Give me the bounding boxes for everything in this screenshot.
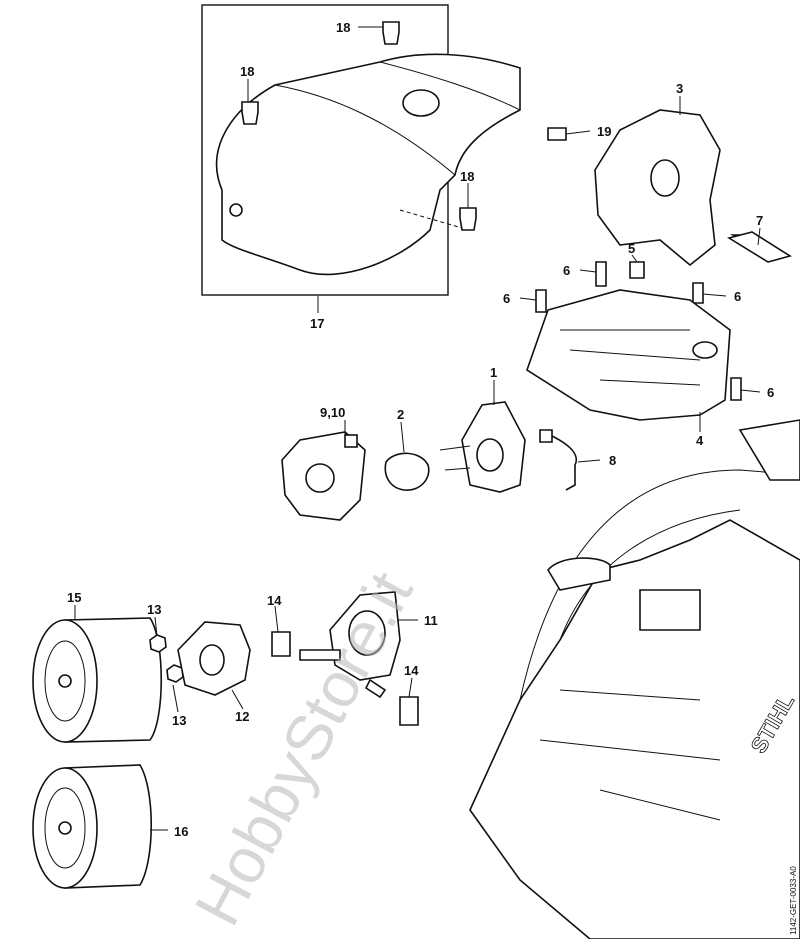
callout-7: 7 [756, 213, 763, 228]
manifold-1 [439, 401, 526, 493]
callout-3: 3 [676, 81, 683, 96]
callout-19: 19 [597, 124, 611, 139]
callout-16: 16 [174, 824, 188, 839]
grommet-19 [547, 127, 567, 141]
plug-5 [629, 261, 645, 279]
nuts-13 [149, 634, 184, 683]
callout-18: 18 [460, 169, 474, 184]
callout-18: 18 [336, 20, 350, 35]
callout-13: 13 [172, 713, 186, 728]
leader-lines [74, 26, 761, 831]
drawing-code: 1142-GET-0033-A0 [789, 866, 798, 935]
parts-14 [271, 631, 419, 726]
part-11 [299, 591, 401, 699]
part-4-housing [526, 289, 731, 421]
gasket-7 [726, 231, 792, 263]
callout-8: 8 [609, 453, 616, 468]
watermark: HobbyStore.it [181, 560, 427, 936]
callout-11: 11 [424, 613, 438, 628]
screw-18 [241, 21, 477, 231]
callout-2: 2 [397, 407, 404, 422]
part-3-cover [594, 109, 721, 267]
air-filter-16 [32, 764, 153, 889]
callout-17: 17 [310, 316, 324, 331]
carrier-12 [177, 621, 251, 696]
chainsaw-body: STIHL [469, 419, 800, 939]
callout-5: 5 [628, 241, 635, 256]
callout-14: 14 [267, 593, 282, 608]
air-filter-15 [32, 617, 163, 743]
callout-6: 6 [734, 289, 741, 304]
callout-6: 6 [767, 385, 774, 400]
callout-13: 13 [147, 602, 161, 617]
callout-12: 12 [235, 709, 249, 724]
shroud-part-17 [215, 53, 521, 276]
callout-6: 6 [563, 263, 570, 278]
callout-4: 4 [696, 433, 704, 448]
cable-8 [539, 429, 577, 491]
callout-18: 18 [240, 64, 254, 79]
gasket-2 [384, 452, 430, 491]
carburetor-9-10 [281, 431, 366, 521]
callout-labels: 18 18 18 17 3 19 7 5 6 6 6 6 1 4 9,10 2 … [67, 20, 774, 839]
callout-1: 1 [490, 365, 497, 380]
screws-6 [535, 261, 742, 401]
callout-15: 15 [67, 590, 81, 605]
callout-14: 14 [404, 663, 419, 678]
callout-9-10: 9,10 [320, 405, 345, 420]
callout-6: 6 [503, 291, 510, 306]
